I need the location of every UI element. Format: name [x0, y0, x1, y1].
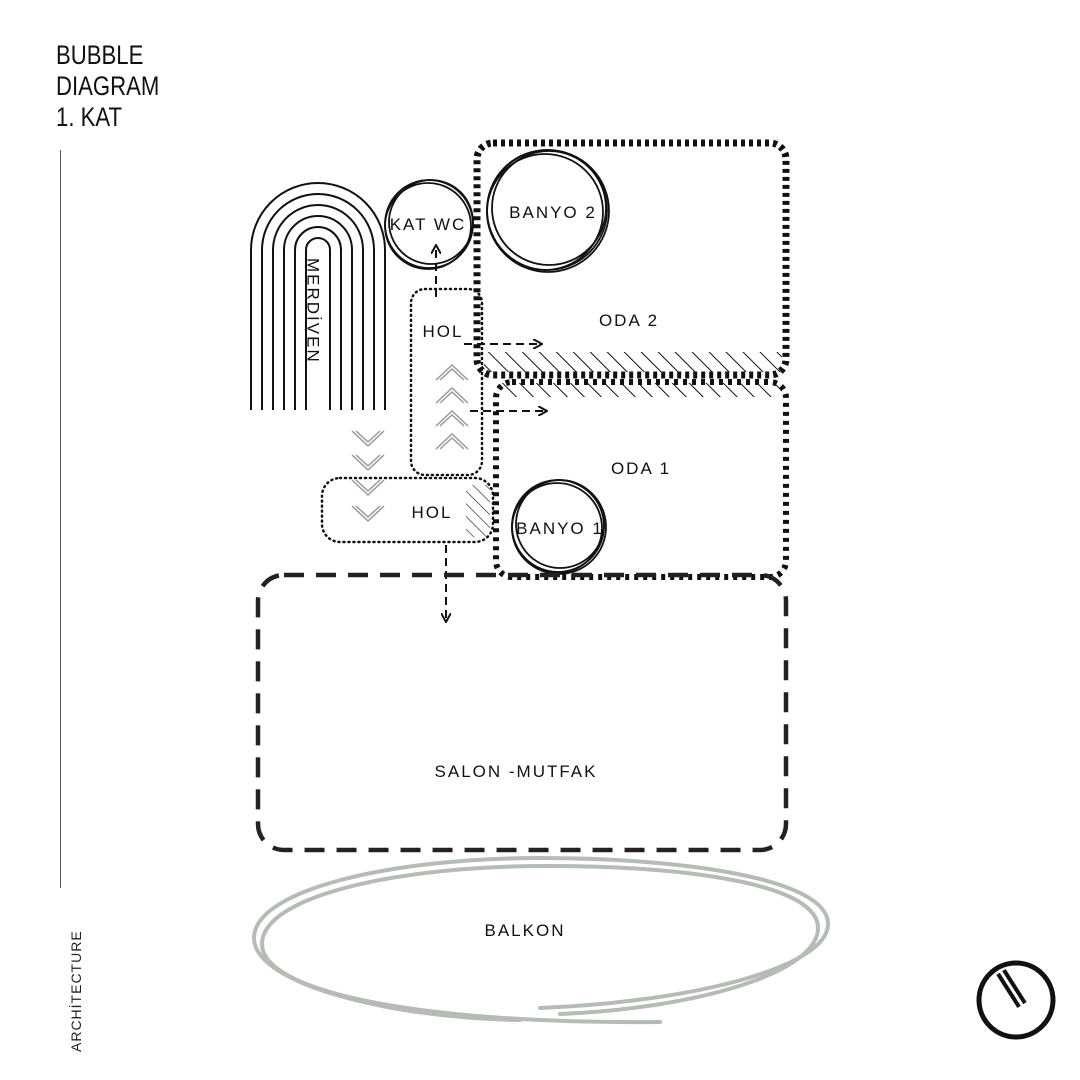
circulation-arrows	[436, 246, 546, 621]
power-dial-icon	[976, 960, 1056, 1040]
oda2-hatched-wall	[484, 352, 782, 372]
merdiven-stair-arches	[250, 182, 386, 410]
oda1-hatched-wall	[500, 383, 782, 397]
title-line-3: 1. KAT	[56, 102, 123, 132]
page-title: BUBBLE DIAGRAM 1. KAT	[56, 40, 159, 133]
up-chevrons	[435, 363, 469, 450]
label-merdiven: MERDİVEN	[304, 258, 323, 364]
hol-upper-zone	[409, 287, 484, 477]
kat-wc-bubble	[384, 179, 474, 270]
salon-mutfak-zone	[255, 572, 789, 853]
oda1-zone	[493, 379, 789, 580]
label-hol-lower: HOL	[412, 503, 453, 522]
down-chevrons	[351, 430, 385, 523]
label-banyo2: BANYO 2	[509, 203, 597, 222]
label-oda2: ODA 2	[599, 311, 659, 330]
label-hol-upper: HOL	[423, 322, 464, 341]
title-line-1: BUBBLE	[56, 40, 144, 70]
side-divider-line	[60, 150, 61, 888]
hol-lower-hatch	[466, 485, 490, 537]
label-salon-mutfak: SALON -MUTFAK	[435, 762, 598, 781]
hol-lower-zone	[320, 476, 495, 544]
label-kat-wc: KAT WC	[390, 215, 467, 234]
label-balkon: BALKON	[485, 921, 566, 940]
balkon-bubble	[251, 855, 831, 1025]
oda2-zone	[473, 139, 790, 379]
banyo2-bubble	[486, 149, 610, 273]
label-banyo1: BANYO 1	[516, 519, 604, 538]
title-line-2: DIAGRAM	[56, 71, 160, 101]
label-oda1: ODA 1	[611, 459, 671, 478]
